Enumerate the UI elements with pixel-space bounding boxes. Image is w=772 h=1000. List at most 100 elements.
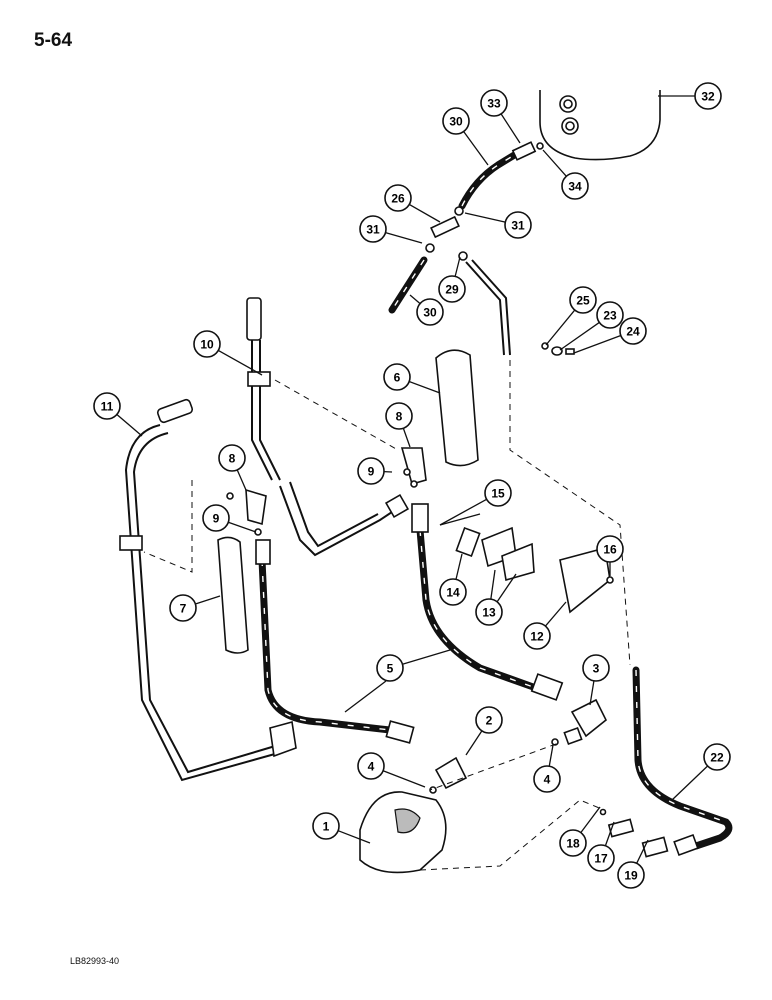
callout-8: 8 (385, 402, 413, 448)
callout-number: 18 (566, 837, 580, 851)
callout-leader (402, 428, 411, 448)
callout-number: 4 (544, 773, 551, 787)
callout-25: 25 (545, 286, 597, 346)
callout-number: 11 (101, 400, 114, 414)
callout-circle (596, 301, 624, 329)
callout-leader (573, 334, 622, 354)
callout-circle (93, 392, 121, 420)
callout-18: 18 (559, 806, 601, 857)
callout-leader-13-secondary (496, 573, 517, 603)
callout-9: 9 (202, 504, 257, 533)
callout-leader (439, 498, 487, 526)
line-22-assembly (599, 666, 733, 858)
callout-circle (202, 504, 230, 532)
callout-22: 22 (671, 743, 731, 801)
callout-leader (545, 309, 576, 346)
callout-leader (544, 601, 567, 627)
callout-leader (195, 595, 221, 605)
callout-circle (385, 402, 413, 430)
callout-number: 31 (366, 223, 380, 237)
callout-leader (454, 256, 461, 277)
callout-number: 6 (394, 371, 401, 385)
callout-circle (169, 594, 197, 622)
callout-leader (409, 294, 421, 305)
callout-8: 8 (218, 444, 247, 491)
callout-circle (359, 215, 387, 243)
callout-number: 1 (323, 820, 330, 834)
callout-number: 30 (449, 115, 463, 129)
callout-circle (504, 211, 532, 239)
callout-30: 30 (409, 294, 444, 326)
callout-circle (484, 479, 512, 507)
callout-circle (438, 275, 466, 303)
callout-11: 11 (93, 392, 143, 437)
callout-number: 2 (486, 714, 493, 728)
callout-4: 4 (357, 752, 426, 788)
callout-number: 32 (701, 90, 715, 104)
callout-31: 31 (464, 211, 532, 239)
callout-12: 12 (523, 601, 567, 650)
pump-elbows (429, 698, 608, 794)
reservoir (539, 90, 661, 161)
tube-10 (246, 297, 410, 557)
hoses-5 (255, 503, 564, 744)
callout-leader (542, 149, 567, 177)
callout-number: 22 (710, 751, 724, 765)
callout-circle (193, 330, 221, 358)
callout-4: 4 (533, 744, 561, 793)
callout-number: 12 (530, 630, 544, 644)
callout-number: 13 (482, 606, 496, 620)
callout-circle (475, 706, 503, 734)
callout-circle (694, 82, 722, 110)
callout-circle (312, 812, 340, 840)
callout-circle (384, 184, 412, 212)
callout-leader (559, 321, 600, 351)
callout-leader (408, 380, 441, 394)
callout-circle (357, 752, 385, 780)
callout-circle (442, 107, 470, 135)
callout-16: 16 (596, 535, 624, 576)
callout-number: 31 (511, 219, 525, 233)
hydraulic-pump (359, 791, 447, 874)
callout-number: 10 (200, 338, 214, 352)
callout-number: 14 (446, 586, 460, 600)
callout-leader (337, 830, 371, 844)
callout-19: 19 (617, 839, 649, 889)
callout-6: 6 (383, 363, 441, 394)
callout-leader (671, 765, 709, 801)
callout-circle (357, 457, 385, 485)
callout-circle (533, 765, 561, 793)
callout-2: 2 (465, 706, 503, 756)
callout-leader (228, 521, 257, 533)
callout-leader (490, 569, 496, 600)
callout-circle (587, 844, 615, 872)
callout-3: 3 (582, 654, 610, 706)
callout-circle (439, 578, 467, 606)
callout-number: 15 (491, 487, 505, 501)
callout-leader (464, 212, 506, 223)
callout-circle (617, 861, 645, 889)
callout-32: 32 (658, 82, 722, 110)
callout-circle (582, 654, 610, 682)
callout-leader (455, 553, 463, 580)
callout-number: 23 (603, 309, 617, 323)
callout-circle (561, 172, 589, 200)
callout-number: 29 (445, 283, 459, 297)
callout-leader (402, 649, 451, 665)
callout-number: 9 (213, 512, 220, 526)
callout-number: 7 (180, 602, 187, 616)
reference-code: LB82993-40 (70, 956, 120, 966)
callout-number: 9 (368, 465, 375, 479)
upper-tee-assembly (388, 141, 544, 356)
callout-layer: 3233303426313129302523241061188991516141… (93, 82, 731, 889)
callout-14: 14 (439, 553, 467, 606)
callout-26: 26 (384, 184, 441, 223)
callout-circle (480, 89, 508, 117)
callout-number: 5 (387, 662, 394, 676)
callout-10: 10 (193, 330, 263, 376)
callout-leader (580, 806, 601, 833)
callout-9: 9 (357, 457, 393, 485)
callout-5: 5 (376, 649, 451, 682)
callout-leader-5-secondary (344, 680, 387, 713)
